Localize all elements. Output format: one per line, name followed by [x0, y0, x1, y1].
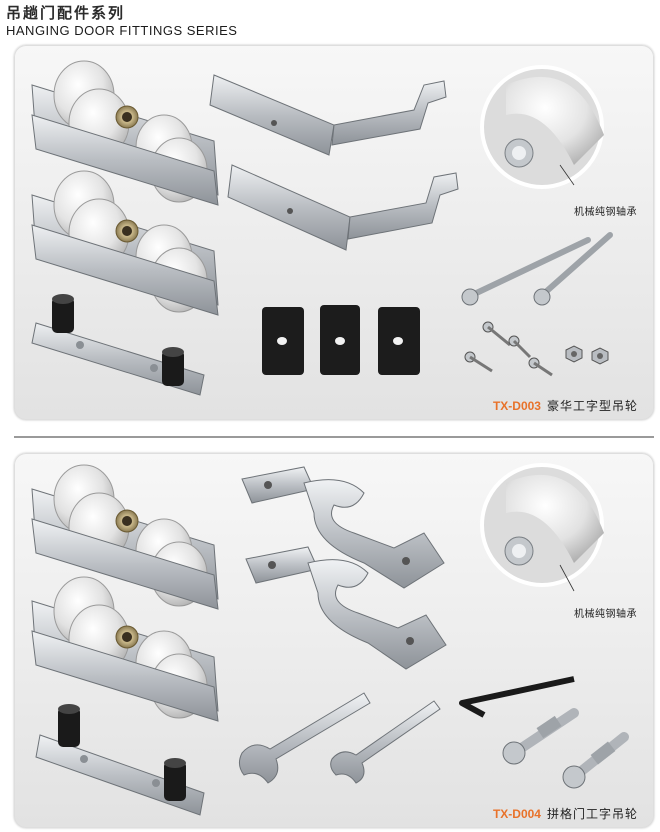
spanner-wrenches	[238, 692, 441, 784]
roller-assembly-middle	[31, 170, 219, 316]
screws	[461, 232, 613, 377]
product-code: TX-D004	[492, 807, 541, 821]
bearing-callout	[480, 65, 604, 189]
product-name: 拼格门工字吊轮	[546, 807, 638, 821]
roller-assembly-middle	[31, 576, 219, 722]
product-photo-tx-d004	[31, 463, 629, 816]
product-caption: TX-D003 豪华工字型吊轮	[493, 397, 638, 414]
product-panel-tx-d004: 机械纯钢轴承 TX-D004 拼格门工字吊轮	[14, 453, 654, 828]
bolts	[502, 708, 629, 789]
product-name: 豪华工字型吊轮	[546, 399, 638, 413]
bearing-callout	[480, 463, 604, 592]
roller-assembly-top	[31, 464, 219, 610]
bracket-pair	[209, 74, 459, 251]
roller-assembly-top	[31, 60, 219, 206]
rubber-blocks	[262, 305, 420, 375]
section-divider	[14, 436, 654, 438]
page-header: 吊趟门配件系列 HANGING DOOR FITTINGS SERIES	[6, 4, 237, 38]
guide-plate	[31, 294, 205, 396]
product-photo-tx-d003	[31, 60, 613, 396]
title-english: HANGING DOOR FITTINGS SERIES	[6, 23, 238, 38]
hook-brackets	[241, 466, 447, 670]
product-caption: TX-D004 拼格门工字吊轮	[493, 805, 638, 822]
product-code: TX-D003	[492, 399, 541, 413]
hex-key	[459, 676, 575, 718]
guide-plate	[35, 704, 205, 816]
title-chinese: 吊趟门配件系列	[6, 4, 126, 22]
product-panel-tx-d003: 机械纯钢轴承 TX-D003 豪华工字型吊轮	[14, 45, 654, 420]
bearing-callout-label: 机械纯钢轴承	[574, 609, 637, 620]
bearing-callout-label: 机械纯钢轴承	[574, 207, 637, 218]
